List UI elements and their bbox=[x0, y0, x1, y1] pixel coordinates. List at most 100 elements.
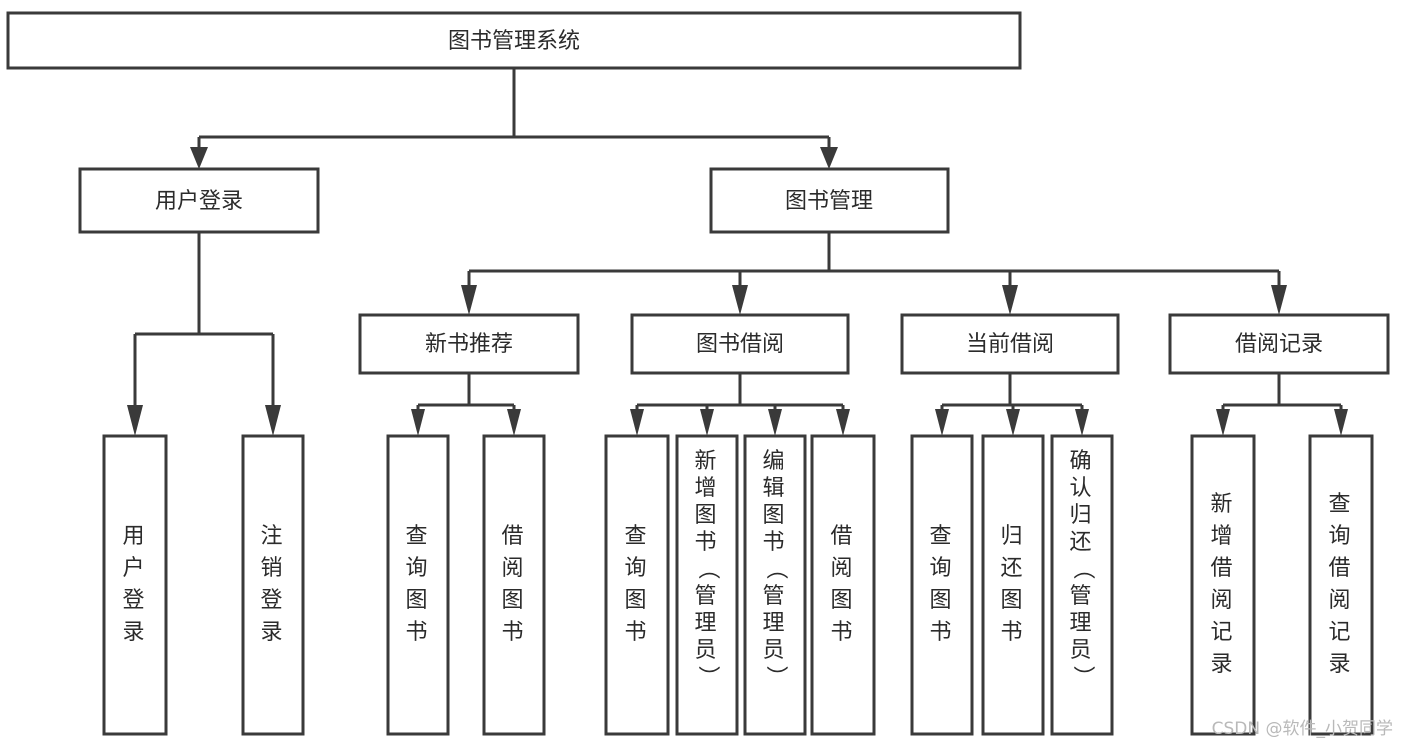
connector-borrowrecord-to-leaves bbox=[1216, 373, 1348, 436]
arrow-head-icon bbox=[1334, 409, 1348, 436]
node-label-book-borrow: 图书借阅 bbox=[696, 332, 784, 357]
node-label-current-borrow: 当前借阅 bbox=[966, 332, 1054, 357]
node-label-leaf-char: 书 bbox=[694, 530, 719, 555]
node-box bbox=[1168, 313, 1390, 375]
node-box bbox=[604, 434, 670, 736]
node-box bbox=[910, 434, 974, 736]
node-leaf[interactable]: 查询图书查询图书 bbox=[604, 434, 670, 736]
node-label-leaf-char: 询 bbox=[929, 556, 954, 581]
arrow-head-icon bbox=[127, 405, 143, 436]
node-label-leaf-char: 阅 bbox=[501, 556, 526, 581]
node-leaf[interactable]: 用户登录用户登录 bbox=[102, 434, 168, 736]
node-user-login[interactable]: 用户登录 bbox=[78, 167, 320, 234]
node-label-leaf-char: 新 bbox=[694, 449, 719, 474]
node-label-leaf-char: 户 bbox=[122, 556, 147, 581]
node-label-leaf-char: ） bbox=[695, 665, 720, 690]
node-box bbox=[386, 434, 450, 736]
node-box bbox=[709, 167, 950, 234]
node-box bbox=[102, 434, 168, 736]
node-label-leaf-char: 借 bbox=[830, 524, 855, 549]
node-label-leaf-char: 管 bbox=[1069, 584, 1094, 609]
watermark-text: CSDN @软件_小贺同学 bbox=[1211, 719, 1393, 739]
node-new-book-recommend[interactable]: 新书推荐 bbox=[358, 313, 580, 375]
node-current-borrow[interactable]: 当前借阅 bbox=[900, 313, 1120, 375]
node-book-manage[interactable]: 图书管理 bbox=[709, 167, 950, 234]
node-label-leaf-char: 借 bbox=[501, 524, 526, 549]
connector-bookmanage-to-level3 bbox=[461, 232, 1287, 315]
node-label-leaf-char: 管 bbox=[694, 584, 719, 609]
node-label-leaf-char: 还 bbox=[1000, 556, 1025, 581]
node-label-leaf-char: 阅 bbox=[830, 556, 855, 581]
node-label-leaf-char: 编 bbox=[762, 449, 787, 474]
node-label-leaf-char: 管 bbox=[762, 584, 787, 609]
node-label-leaf-char: 记 bbox=[1210, 620, 1235, 645]
node-box bbox=[675, 434, 739, 736]
node-label-leaf-char: 理 bbox=[694, 611, 719, 636]
arrow-head-icon bbox=[411, 409, 425, 436]
connector-userlogin-to-leaves bbox=[127, 232, 281, 436]
arrow-head-icon bbox=[732, 285, 748, 315]
node-box bbox=[6, 11, 1022, 70]
node-label-leaf-char: 登 bbox=[260, 588, 285, 613]
arrow-head-icon bbox=[820, 147, 838, 169]
node-box bbox=[358, 313, 580, 375]
node-label-leaf-char: 图 bbox=[929, 588, 954, 613]
node-label-leaf-char: 销 bbox=[260, 556, 285, 581]
node-label-root: 图书管理系统 bbox=[448, 29, 580, 54]
node-leaf[interactable]: 归还图书归还图书 bbox=[981, 434, 1045, 736]
node-leaf[interactable]: 借阅图书借阅图书 bbox=[482, 434, 546, 736]
node-label-leaf-char: 查 bbox=[624, 524, 649, 549]
node-label-leaf-char: 确 bbox=[1069, 449, 1094, 474]
arrow-head-icon bbox=[1006, 409, 1020, 436]
leaf-node-layer: 用户登录用户登录注销登录注销登录查询图书查询图书借阅图书借阅图书查询图书查询图书… bbox=[102, 434, 1374, 736]
node-box bbox=[1050, 434, 1114, 736]
node-box bbox=[810, 434, 876, 736]
node-label-leaf-char: ） bbox=[1070, 665, 1095, 690]
node-leaf[interactable]: 借阅图书借阅图书 bbox=[810, 434, 876, 736]
node-label-leaf-char: 书 bbox=[501, 620, 526, 645]
node-leaf[interactable]: 查询图书查询图书 bbox=[386, 434, 450, 736]
node-label-leaf-char: 询 bbox=[405, 556, 430, 581]
arrow-head-icon bbox=[935, 409, 949, 436]
node-label-leaf-char: 录 bbox=[122, 620, 147, 645]
node-label-leaf-char: 图 bbox=[694, 503, 719, 528]
node-label-leaf-char: 用 bbox=[122, 524, 147, 549]
node-label-leaf-char: 图 bbox=[501, 588, 526, 613]
arrow-head-icon bbox=[700, 409, 714, 436]
node-box bbox=[630, 313, 850, 375]
node-label-leaf-char: 录 bbox=[1210, 652, 1235, 677]
node-box bbox=[743, 434, 807, 736]
node-label-leaf-char: 图 bbox=[624, 588, 649, 613]
arrow-head-icon bbox=[836, 409, 850, 436]
node-borrow-record[interactable]: 借阅记录 bbox=[1168, 313, 1390, 375]
node-label-leaf-char: 登 bbox=[122, 588, 147, 613]
node-box bbox=[900, 313, 1120, 375]
node-label-leaf-char: 归 bbox=[1069, 503, 1094, 528]
node-box bbox=[482, 434, 546, 736]
node-label-leaf-char: 理 bbox=[762, 611, 787, 636]
connector-currentborrow-to-leaves bbox=[935, 373, 1089, 436]
node-label-borrow-record: 借阅记录 bbox=[1235, 332, 1323, 357]
node-leaf[interactable]: 新增借阅记录新增借阅记录 bbox=[1190, 434, 1256, 736]
node-label-leaf-char: 理 bbox=[1069, 611, 1094, 636]
arrow-head-icon bbox=[1002, 285, 1018, 315]
node-leaf[interactable]: 查询借阅记录查询借阅记录 bbox=[1308, 434, 1374, 736]
node-book-borrow[interactable]: 图书借阅 bbox=[630, 313, 850, 375]
node-leaf[interactable]: 注销登录注销登录 bbox=[241, 434, 305, 736]
arrow-head-icon bbox=[461, 285, 477, 315]
node-box bbox=[241, 434, 305, 736]
node-label-leaf-char: 员 bbox=[694, 638, 719, 663]
node-label-leaf-char: 新 bbox=[1210, 492, 1235, 517]
node-box bbox=[1190, 434, 1256, 736]
node-label-new-book-recommend: 新书推荐 bbox=[425, 332, 513, 357]
node-leaf[interactable]: 查询图书查询图书 bbox=[910, 434, 974, 736]
node-label-leaf-char: 查 bbox=[1328, 492, 1353, 517]
node-box bbox=[1308, 434, 1374, 736]
arrow-head-icon bbox=[507, 409, 521, 436]
node-root-system[interactable]: 图书管理系统 bbox=[6, 11, 1022, 70]
connector-bookborrow-to-leaves bbox=[630, 373, 850, 436]
